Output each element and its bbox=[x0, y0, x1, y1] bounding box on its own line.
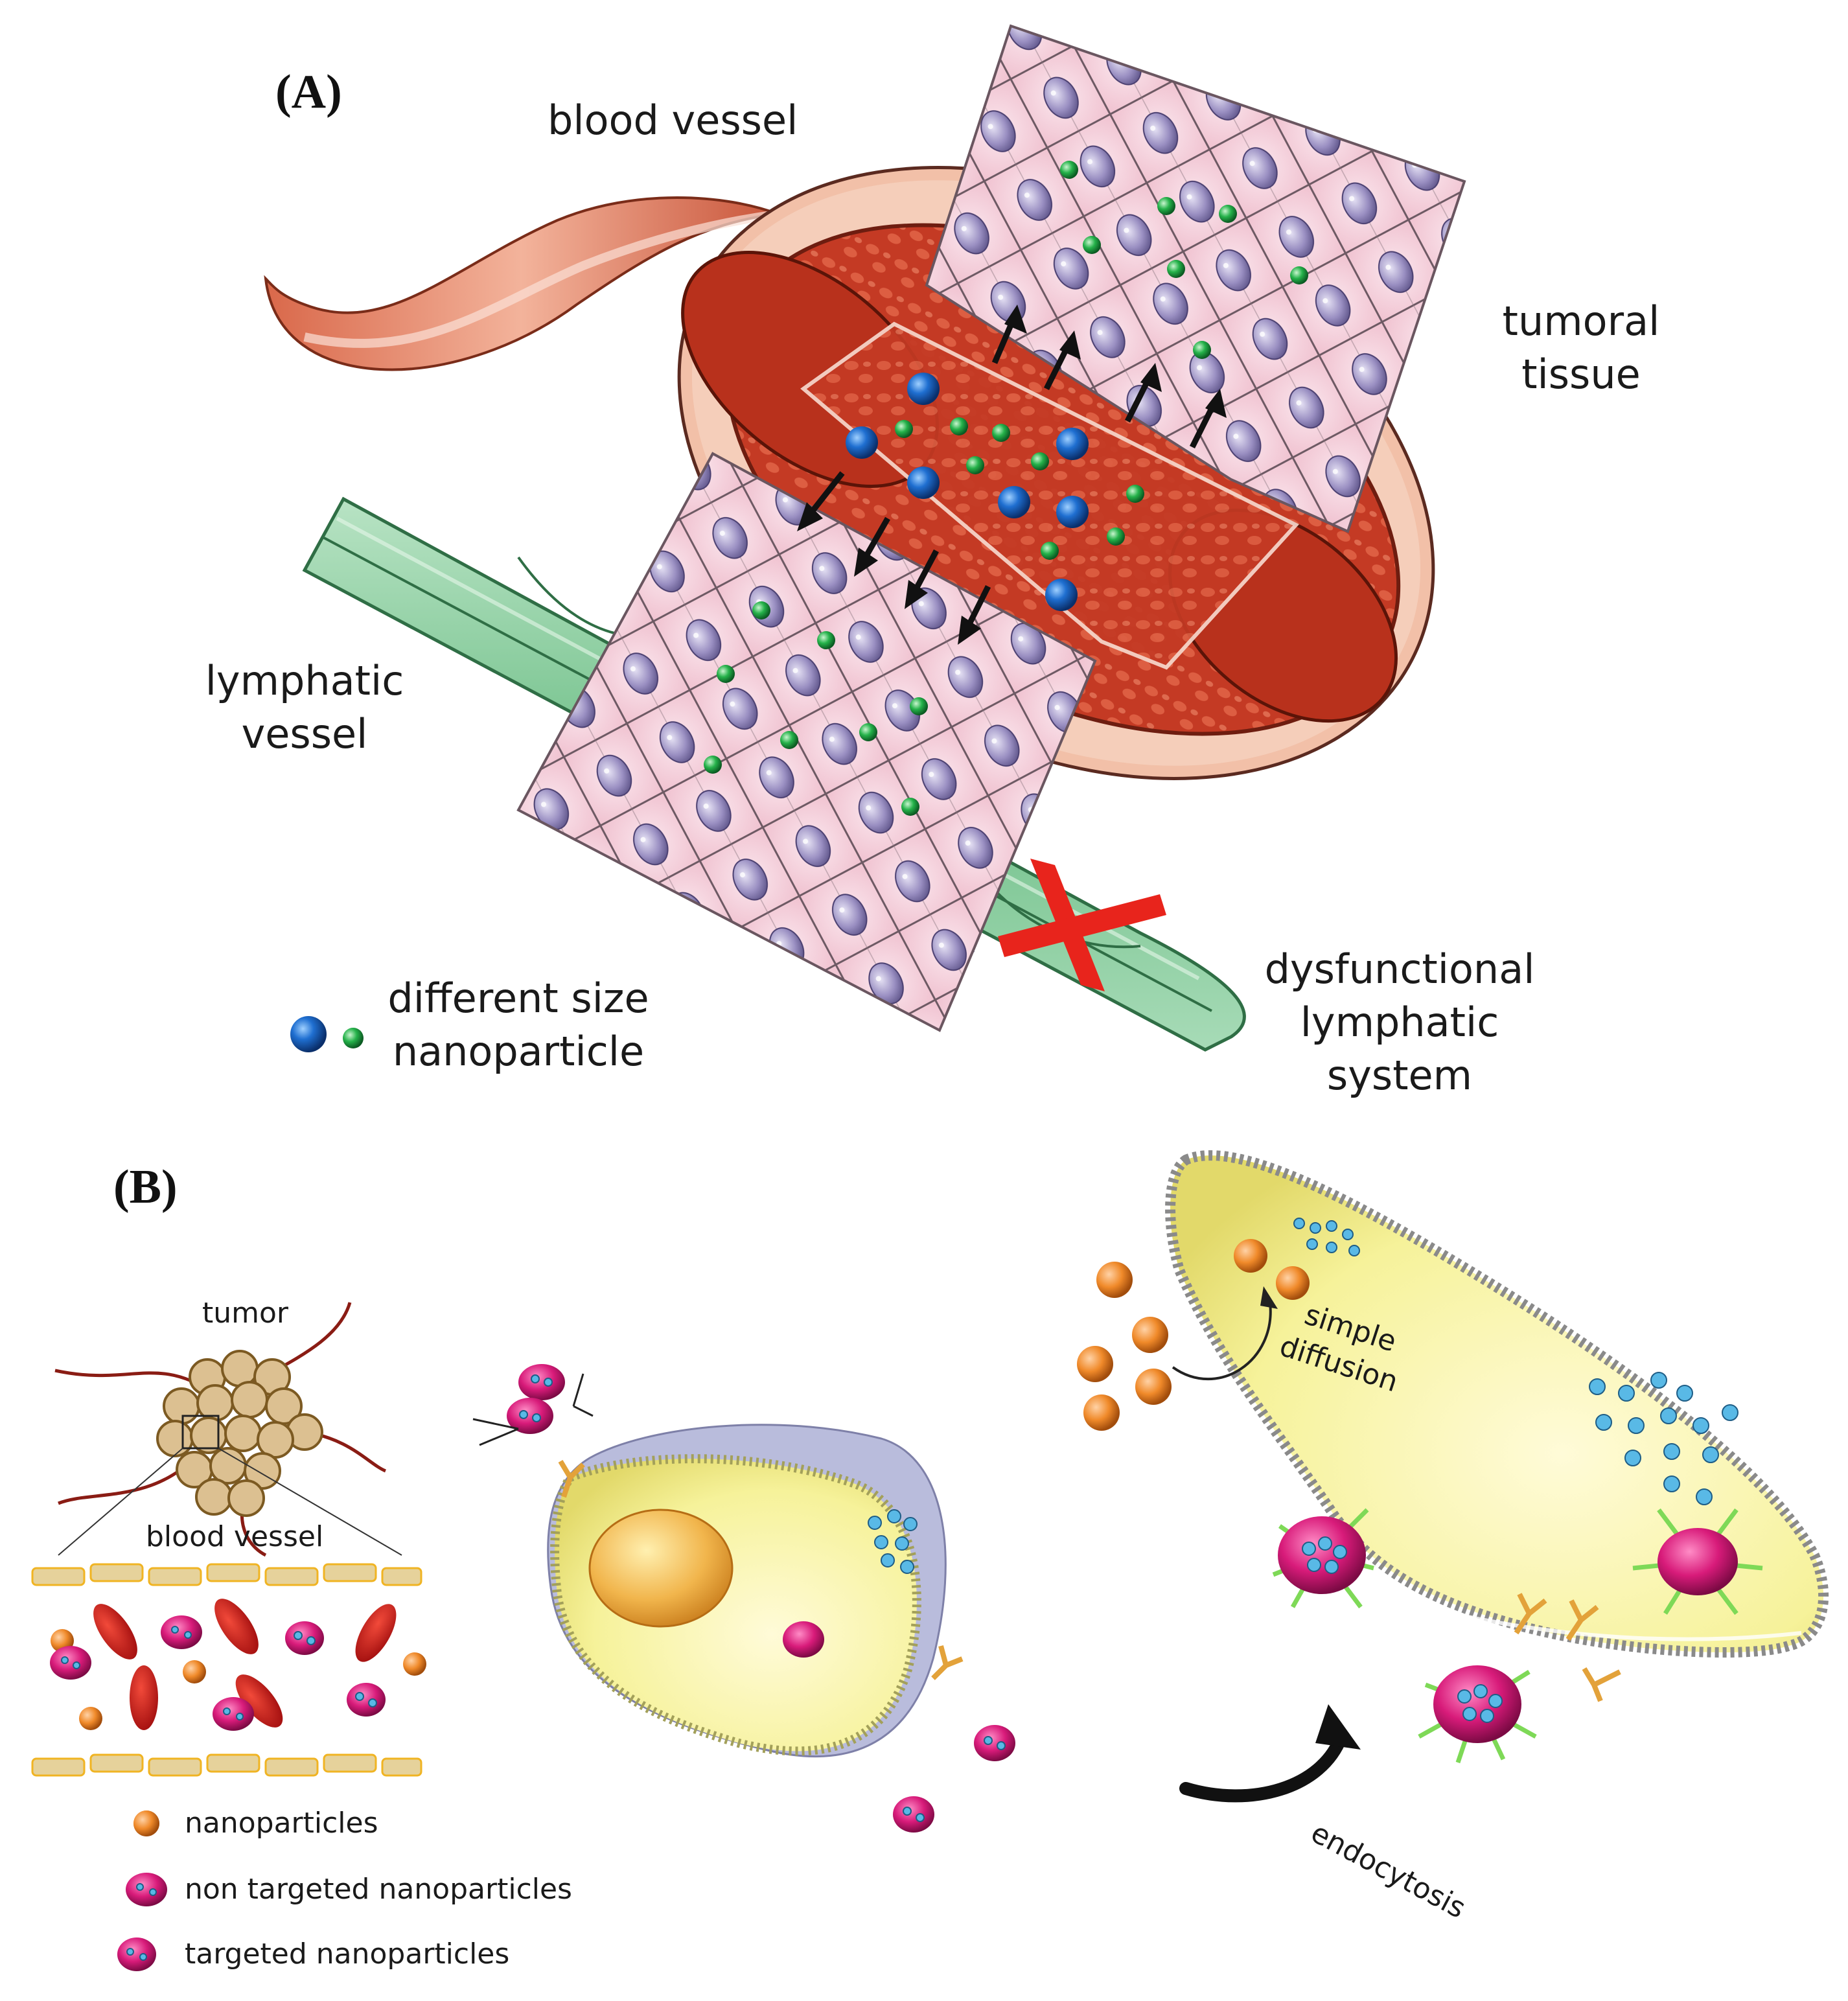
tumoral-label-line2: tissue bbox=[1521, 351, 1641, 398]
blood-vessel-b-label: blood vessel bbox=[146, 1520, 324, 1553]
tumoral-tissue-top bbox=[925, 24, 1466, 533]
tumoral-label-line1: tumoral bbox=[1502, 297, 1660, 345]
legend-blue-particle bbox=[290, 1016, 327, 1052]
up-arrow-icon bbox=[991, 305, 1227, 449]
legend-non-targeted: non targeted nanoparticles bbox=[185, 1873, 572, 1906]
dysfunctional-label: dysfunctional lymphatic system bbox=[1231, 943, 1568, 1102]
lymphatic-vessel-label: lymphatic vessel bbox=[194, 654, 415, 761]
red-blood-cells bbox=[93, 1599, 397, 1730]
nanoparticle-legend-label: different size nanoparticle bbox=[363, 972, 674, 1078]
nanoparticle-label-line1: different size bbox=[387, 975, 649, 1022]
panel-b-label: (B) bbox=[113, 1161, 178, 1214]
blood-particles bbox=[846, 373, 1144, 611]
curved-arrow-icon bbox=[1172, 1302, 1272, 1381]
tumoral-tissue-bottom bbox=[516, 452, 1097, 1032]
legend-nanoparticles: nanoparticles bbox=[185, 1807, 378, 1840]
tumoral-tissue-label: tumoral tissue bbox=[1471, 295, 1691, 401]
non-targeted-nanoparticles bbox=[50, 1364, 565, 1906]
blood-vessel-label: blood vessel bbox=[548, 97, 798, 144]
lymphatic-label-line2: vessel bbox=[241, 710, 368, 758]
legend-b-icons bbox=[133, 1810, 159, 1836]
curved-arrow-icon bbox=[1179, 1730, 1348, 1803]
tumor-cluster bbox=[54, 1302, 402, 1557]
legend-targeted: targeted nanoparticles bbox=[185, 1937, 510, 1971]
nanoparticle-label-line2: nanoparticle bbox=[392, 1028, 645, 1075]
dysfunctional-line1: dysfunctional bbox=[1264, 945, 1535, 993]
tumor-cell-center bbox=[547, 1424, 947, 1757]
legend-green-particle bbox=[343, 1028, 364, 1048]
lymphatic-label-line1: lymphatic bbox=[205, 657, 404, 704]
tumor-label: tumor bbox=[202, 1297, 289, 1330]
cross-icon bbox=[998, 859, 1166, 991]
down-arrow-icon bbox=[797, 471, 991, 645]
dysfunctional-line3: system bbox=[1326, 1052, 1473, 1099]
receptors bbox=[558, 1459, 1621, 1702]
tumor-cell-right bbox=[1165, 1150, 1829, 1658]
tissue-particles bbox=[704, 161, 1308, 816]
dysfunctional-line2: lymphatic bbox=[1300, 999, 1499, 1046]
vessel-wall bbox=[31, 1563, 422, 1777]
panel-a-label: (A) bbox=[275, 65, 342, 119]
drug-molecules bbox=[868, 1218, 1738, 1574]
